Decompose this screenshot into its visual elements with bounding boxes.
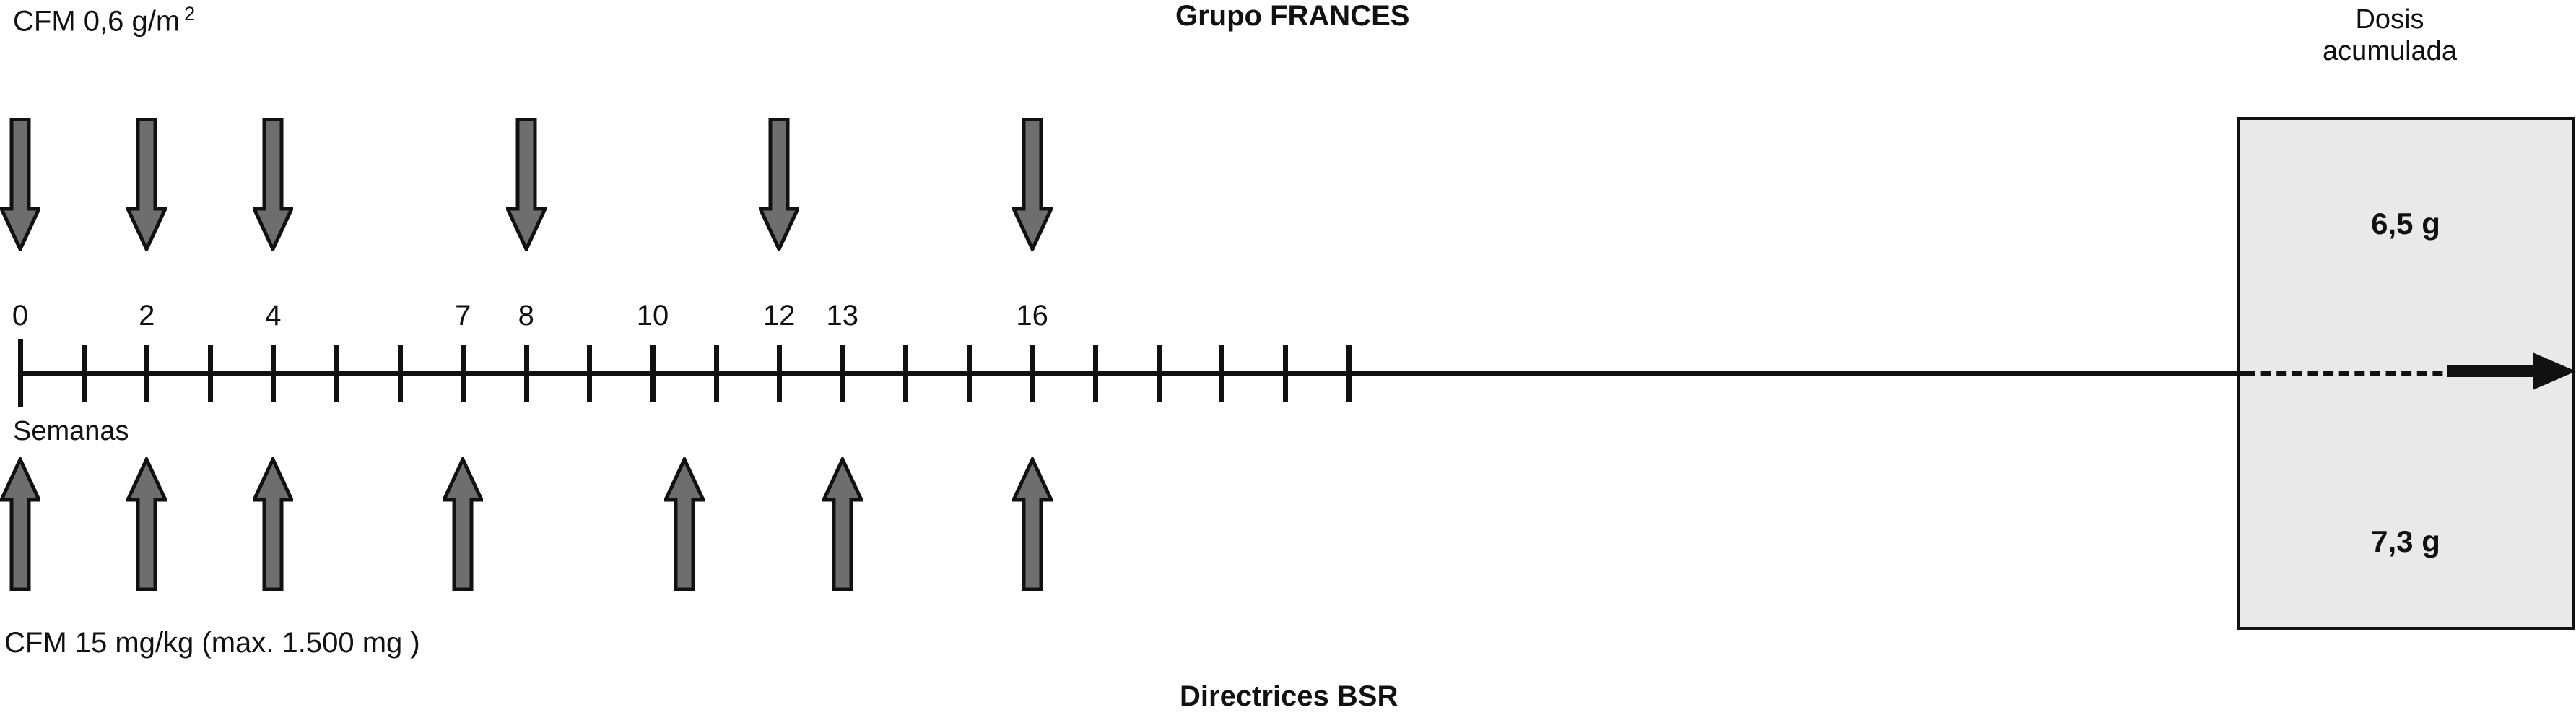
axis-tick — [271, 345, 277, 402]
axis-tick — [144, 345, 150, 402]
page-title-top: Grupo FRANCES — [1175, 0, 1410, 32]
dose-arrow-up-icon — [822, 457, 863, 591]
dose-arrow-up-icon — [1011, 457, 1053, 591]
dose-arrow-down-icon — [505, 118, 547, 251]
axis-tick — [1156, 345, 1162, 402]
dose-panel-heading: Dosis acumulada — [2209, 4, 2570, 67]
axis-tick — [18, 339, 23, 407]
dose-arrow-down-icon — [253, 118, 294, 251]
axis-tick — [207, 345, 213, 402]
axis-label-semanas: Semanas — [13, 416, 129, 446]
axis-tick-label: 4 — [265, 300, 282, 332]
dose-arrow-down-icon — [759, 118, 800, 251]
axis-tick — [967, 345, 972, 402]
axis-tick — [650, 345, 656, 402]
cumulative-dose-bottom: 7,3 g — [2371, 524, 2440, 558]
regimen-label-bottom: CFM 15 mg/kg (max. 1.500 mg ) — [4, 627, 420, 659]
axis-tick-label: 7 — [455, 300, 471, 332]
regimen-label-top-main: CFM 0,6 g/m — [13, 5, 180, 38]
axis-tick — [1219, 345, 1225, 402]
regimen-label-top-superscript: 2 — [184, 3, 196, 25]
timeline-continuation-arrow-icon — [2447, 348, 2576, 398]
axis-tick — [1030, 345, 1035, 402]
axis-tick — [1093, 345, 1099, 402]
dose-arrow-up-icon — [253, 457, 294, 591]
axis-tick — [777, 345, 783, 402]
axis-tick — [903, 345, 909, 402]
axis-tick — [334, 345, 339, 402]
axis-tick — [587, 345, 593, 402]
timeline-axis — [18, 371, 2249, 376]
axis-tick-label: 2 — [139, 300, 155, 332]
axis-tick-label: 0 — [12, 300, 29, 332]
timeline-dashed-continuation — [2245, 371, 2458, 376]
dose-arrow-down-icon — [0, 118, 40, 251]
axis-tick — [1283, 345, 1288, 402]
dose-panel-heading-line1: Dosis — [2355, 4, 2424, 35]
cumulative-dose-top: 6,5 g — [2371, 207, 2440, 240]
dose-arrow-down-icon — [126, 118, 167, 251]
axis-tick — [1346, 345, 1352, 402]
axis-tick-label: 8 — [518, 300, 534, 332]
axis-tick — [461, 345, 466, 402]
axis-tick-label: 10 — [636, 300, 669, 332]
axis-tick-label: 16 — [1016, 300, 1048, 332]
axis-tick — [397, 345, 403, 402]
axis-tick-label: 13 — [826, 300, 859, 332]
dose-arrow-up-icon — [663, 457, 705, 591]
axis-tick — [523, 345, 529, 402]
dose-arrow-up-icon — [126, 457, 167, 591]
axis-tick — [840, 345, 845, 402]
dose-arrow-up-icon — [443, 457, 484, 591]
dose-arrow-down-icon — [1011, 118, 1053, 251]
axis-tick — [81, 345, 87, 402]
axis-tick — [713, 345, 719, 402]
page-title-bottom: Directrices BSR — [1180, 680, 1398, 712]
dose-arrow-up-icon — [0, 457, 40, 591]
dose-panel-heading-line2: acumulada — [2323, 35, 2457, 66]
axis-tick-label: 12 — [762, 300, 796, 332]
